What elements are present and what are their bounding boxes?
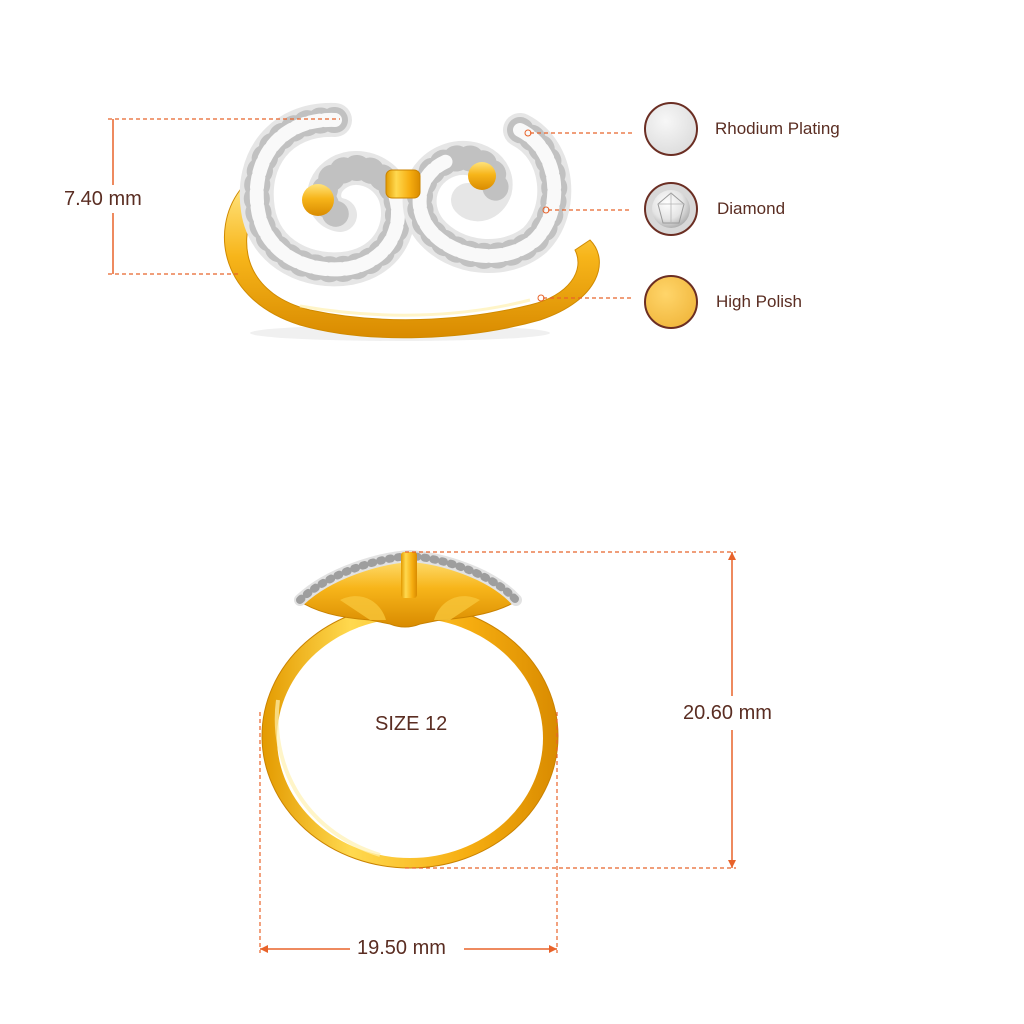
legend-rhodium-label: Rhodium Plating xyxy=(715,119,840,138)
ring-front-view xyxy=(261,549,559,869)
left-swirl xyxy=(239,102,415,287)
height-dimension-front xyxy=(405,551,788,869)
ring-top-view xyxy=(223,102,600,341)
rhodium-swatch xyxy=(644,102,698,156)
front-width-label: 19.50 mm xyxy=(357,937,446,959)
legend-high-polish-label: High Polish xyxy=(716,292,802,311)
front-height-label: 20.60 mm xyxy=(683,702,772,724)
top-height-label: 7.40 mm xyxy=(64,188,142,210)
width-dimension-front xyxy=(259,712,558,964)
high-polish-swatch xyxy=(644,275,698,329)
legend-diamond-label: Diamond xyxy=(717,199,786,218)
right-swirl xyxy=(402,113,572,273)
diamond-swatch xyxy=(644,182,698,236)
ring-size-label: SIZE 12 xyxy=(375,713,448,735)
legend-leaders xyxy=(524,129,632,302)
height-dimension-top xyxy=(60,118,340,275)
